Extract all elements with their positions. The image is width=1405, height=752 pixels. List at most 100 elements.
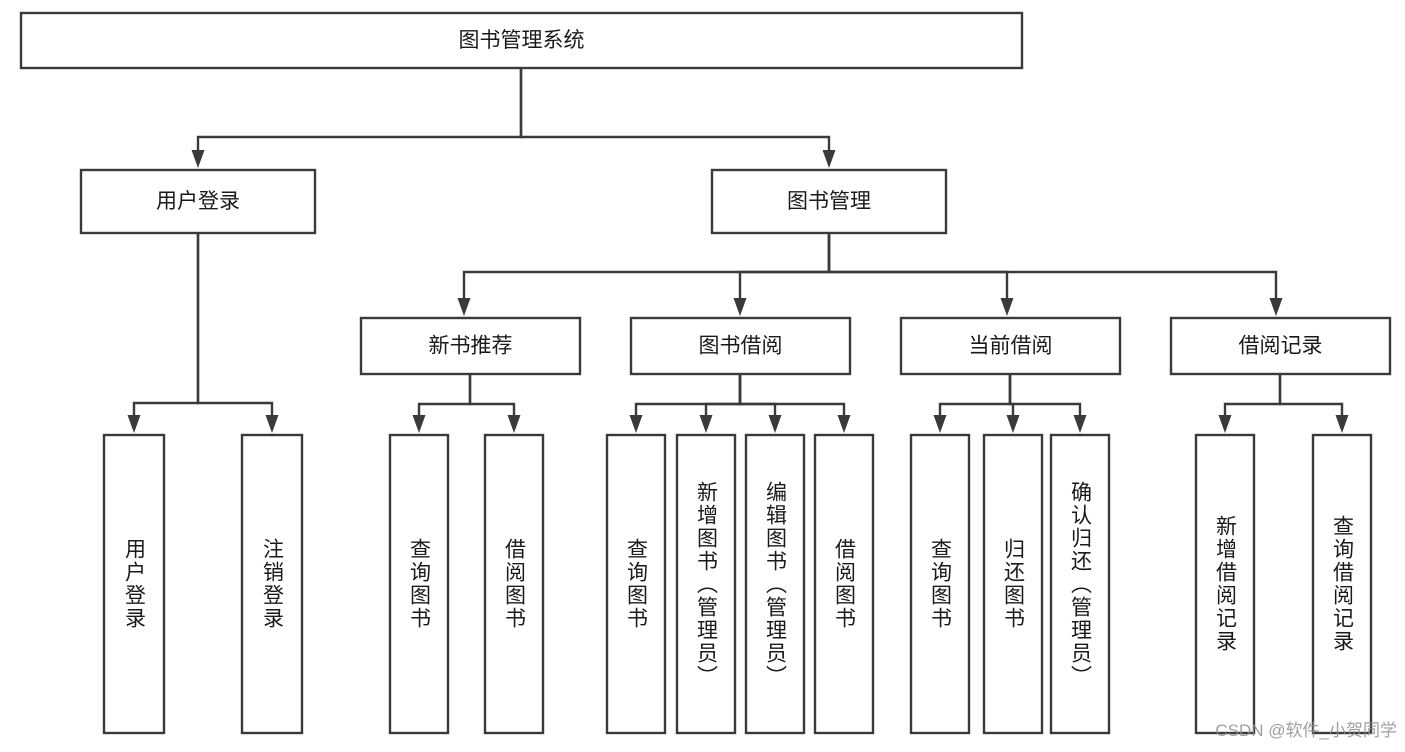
node-box[interactable] bbox=[710, 168, 948, 235]
node-label: 用户登录 bbox=[156, 190, 240, 213]
arrow-head-icon bbox=[1269, 298, 1283, 316]
node-box[interactable] bbox=[629, 316, 852, 376]
node-box[interactable] bbox=[19, 11, 1024, 70]
leaf-node-4[interactable] bbox=[605, 433, 667, 735]
arrow-head-icon bbox=[127, 415, 141, 433]
node-box[interactable] bbox=[1049, 433, 1111, 735]
arrow-head-icon bbox=[822, 150, 836, 168]
connector-line bbox=[1223, 374, 1282, 415]
connector-11 bbox=[699, 374, 742, 433]
connector-line bbox=[738, 374, 846, 415]
arrow-head-icon bbox=[768, 415, 782, 433]
node-box[interactable] bbox=[1194, 433, 1256, 735]
connector-line bbox=[938, 374, 1012, 415]
arrow-head-icon bbox=[1000, 298, 1014, 316]
connector-5 bbox=[733, 233, 831, 316]
connector-line bbox=[196, 233, 274, 415]
node-label: 借阅记录 bbox=[1239, 335, 1323, 358]
arrow-head-icon bbox=[629, 415, 643, 433]
connector-7 bbox=[827, 233, 1283, 316]
arrow-head-icon bbox=[1073, 415, 1087, 433]
level3-node-3[interactable]: 借阅记录 bbox=[1169, 316, 1392, 376]
leaf-node-1[interactable] bbox=[240, 433, 304, 735]
arrow-head-icon bbox=[1218, 415, 1232, 433]
level2-node-1[interactable]: 图书管理 bbox=[710, 168, 948, 235]
leaf-node-12[interactable] bbox=[1311, 433, 1373, 735]
connector-line bbox=[196, 68, 523, 150]
leaf-node-11[interactable] bbox=[1194, 433, 1256, 735]
connector-line bbox=[827, 233, 1009, 298]
node-box[interactable] bbox=[675, 433, 737, 735]
node-box[interactable] bbox=[605, 433, 667, 735]
arrow-head-icon bbox=[457, 298, 471, 316]
node-label: 新书推荐 bbox=[429, 335, 513, 358]
level3-node-0[interactable]: 新书推荐 bbox=[359, 316, 582, 376]
node-box[interactable] bbox=[982, 433, 1044, 735]
node-box[interactable] bbox=[102, 433, 166, 735]
node-box[interactable] bbox=[899, 316, 1122, 376]
connector-18 bbox=[1278, 374, 1349, 433]
node-box[interactable] bbox=[1311, 433, 1373, 735]
node-label: 图书借阅 bbox=[699, 335, 783, 358]
connector-0 bbox=[191, 68, 523, 168]
arrow-head-icon bbox=[1335, 415, 1349, 433]
arrow-head-icon bbox=[265, 415, 279, 433]
node-box[interactable] bbox=[1169, 316, 1392, 376]
connector-line bbox=[519, 68, 831, 150]
connector-13 bbox=[738, 374, 851, 433]
node-label: 当前借阅 bbox=[969, 335, 1053, 358]
leaf-node-9[interactable] bbox=[982, 433, 1044, 735]
arrow-head-icon bbox=[699, 415, 713, 433]
node-label: 图书管理 bbox=[787, 190, 871, 213]
connector-line bbox=[738, 374, 777, 415]
connector-14 bbox=[933, 374, 1012, 433]
arrow-head-icon bbox=[1006, 415, 1020, 433]
node-label: 图书管理系统 bbox=[459, 29, 585, 52]
arrow-head-icon bbox=[733, 298, 747, 316]
leaf-node-5[interactable] bbox=[675, 433, 737, 735]
level3-node-2[interactable]: 当前借阅 bbox=[899, 316, 1122, 376]
node-box[interactable] bbox=[388, 433, 450, 735]
node-box[interactable] bbox=[483, 433, 545, 735]
node-box[interactable] bbox=[744, 433, 806, 735]
connector-6 bbox=[827, 233, 1014, 316]
connector-1 bbox=[519, 68, 836, 168]
connector-line bbox=[1008, 374, 1082, 415]
leaf-node-10[interactable] bbox=[1049, 433, 1111, 735]
node-box[interactable] bbox=[240, 433, 304, 735]
leaf-node-8[interactable] bbox=[909, 433, 971, 735]
connector-4 bbox=[457, 233, 831, 316]
node-box[interactable] bbox=[359, 316, 582, 376]
level3-node-1[interactable]: 图书借阅 bbox=[629, 316, 852, 376]
leaf-node-3[interactable] bbox=[483, 433, 545, 735]
arrow-head-icon bbox=[933, 415, 947, 433]
node-box[interactable] bbox=[909, 433, 971, 735]
arrow-head-icon bbox=[412, 415, 426, 433]
connector-3 bbox=[196, 233, 279, 433]
connector-line bbox=[1278, 374, 1344, 415]
level2-node-0[interactable]: 用户登录 bbox=[79, 168, 317, 235]
root-node-node-E59BBEE4B9A6E7AEA1E79086[interactable]: 图书管理系统 bbox=[19, 11, 1024, 70]
connector-line bbox=[827, 233, 1278, 298]
connector-line bbox=[462, 233, 831, 298]
node-box[interactable] bbox=[813, 433, 875, 735]
watermark: CSDN @软件_小贺同学 bbox=[1215, 721, 1397, 740]
leaf-node-7[interactable] bbox=[813, 433, 875, 735]
connector-16 bbox=[1008, 374, 1087, 433]
connector-8 bbox=[412, 374, 472, 433]
connector-2 bbox=[127, 233, 200, 433]
connector-line bbox=[634, 374, 742, 415]
connector-line bbox=[417, 374, 472, 415]
connector-line bbox=[704, 374, 742, 415]
arrow-head-icon bbox=[507, 415, 521, 433]
connector-line bbox=[132, 233, 200, 415]
node-box[interactable] bbox=[79, 168, 317, 235]
leaf-node-0[interactable] bbox=[102, 433, 166, 735]
leaf-node-2[interactable] bbox=[388, 433, 450, 735]
leaf-node-6[interactable] bbox=[744, 433, 806, 735]
connector-9 bbox=[468, 374, 521, 433]
arrow-head-icon bbox=[837, 415, 851, 433]
